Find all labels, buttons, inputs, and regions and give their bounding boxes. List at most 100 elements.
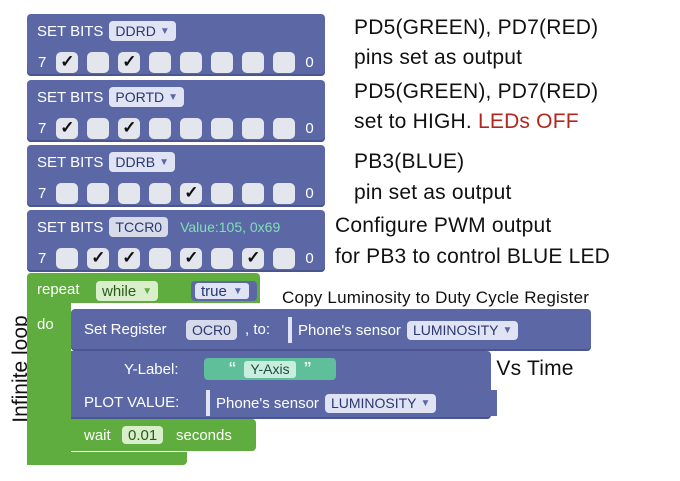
bit-checkbox-7[interactable] [56, 51, 79, 73]
bit-checkbox-6[interactable] [87, 247, 110, 269]
set-bits-label: SET BITS [37, 153, 104, 171]
bit-checkbox-0[interactable] [273, 182, 296, 204]
bit-checkbox-4[interactable] [149, 117, 172, 139]
note-tccr0-line2: for PB3 to control BLUE LED [335, 245, 611, 268]
note-tccr0-line1: Configure PWM output [335, 214, 552, 237]
quote-close-icon: ” [303, 360, 312, 377]
bit-checkbox-5[interactable] [118, 247, 141, 269]
chevron-down-icon: ▼ [159, 25, 170, 37]
bit-high-label: 7 [38, 184, 47, 202]
bit-checkbox-1[interactable] [242, 247, 265, 269]
bit-checkbox-5[interactable] [118, 182, 141, 204]
plot-sensor-dropdown[interactable]: LUMINOSITY ▼ [324, 393, 437, 413]
bit-checkbox-3[interactable] [180, 51, 203, 73]
bit-checkbox-2[interactable] [211, 247, 234, 269]
bit-checkbox-7[interactable] [56, 117, 79, 139]
note-ddrd-line1: PD5(GREEN), PD7(RED) [354, 16, 599, 39]
sensor-label: Phone's sensor [298, 321, 401, 339]
bit-checkbox-5[interactable] [118, 51, 141, 73]
bit-low-label: 0 [305, 184, 314, 202]
bit-checkbox-6[interactable] [87, 117, 110, 139]
chevron-down-icon: ▼ [159, 156, 169, 168]
sensor-type-dropdown[interactable]: LUMINOSITY ▼ [406, 320, 519, 340]
register-value: PORTD [115, 89, 165, 105]
bit-checkbox-1[interactable] [242, 117, 265, 139]
bit-checkbox-4[interactable] [149, 182, 172, 204]
set-register-label: Set Register [84, 321, 167, 338]
note-portd-line2: set to HIGH. LEDs OFF [354, 110, 579, 134]
repeat-label: repeat [37, 281, 80, 298]
set-bits-header: SET BITS PORTD▼ [37, 87, 185, 107]
bit-checkbox-1[interactable] [242, 182, 265, 204]
bit-high-label: 7 [38, 53, 47, 71]
chevron-down-icon: ▼ [168, 91, 179, 103]
bit-row: 70 [37, 247, 315, 269]
bit-checkbox-6[interactable] [87, 182, 110, 204]
plot-sensor-label: Phone's sensor [216, 394, 319, 412]
repeat-block-arm [27, 303, 71, 465]
note-portd-line1: PD5(GREEN), PD7(RED) [354, 80, 599, 103]
plot-sensor-value: LUMINOSITY [330, 395, 417, 411]
bit-checkbox-4[interactable] [149, 247, 172, 269]
bit-checkbox-7[interactable] [56, 247, 79, 269]
set-bits-block-ddrb[interactable]: SET BITS DDRB▼ 7 0 [27, 145, 325, 207]
note-leds-off: LEDs OFF [477, 110, 579, 133]
to-label: , to: [245, 321, 271, 338]
condition-value: true [201, 282, 227, 300]
note-copy-luminosity: Copy Luminosity to Duty Cycle Register [282, 288, 590, 307]
luminosity-sensor-block[interactable]: Phone's sensor LUMINOSITY ▼ [288, 317, 590, 343]
wait-unit-label: seconds [176, 427, 232, 444]
repeat-mode-dropdown[interactable]: while ▼ [96, 281, 159, 301]
condition-slot[interactable]: true ▼ [191, 281, 257, 301]
ylabel-label: Y-Label: [124, 361, 179, 378]
set-bits-header: SET BITS DDRB▼ [37, 152, 175, 172]
note-ddrb-line1: PB3(BLUE) [354, 150, 465, 173]
sensor-type-value: LUMINOSITY [412, 322, 499, 338]
bit-checkbox-2[interactable] [211, 51, 234, 73]
register-dropdown[interactable]: DDRD▼ [109, 21, 176, 41]
register-dropdown[interactable]: PORTD▼ [109, 87, 185, 107]
set-bits-label: SET BITS [37, 218, 104, 236]
plot-value-label: PLOT VALUE: [84, 394, 180, 411]
bit-checkbox-3[interactable] [180, 182, 203, 204]
bit-checkbox-4[interactable] [149, 51, 172, 73]
bit-checkbox-0[interactable] [273, 117, 296, 139]
note-ddrd-line2: pins set as output [354, 46, 523, 69]
wait-block[interactable] [71, 419, 256, 451]
chevron-down-icon: ▼ [142, 285, 153, 297]
bit-row: 70 [37, 51, 315, 73]
chevron-down-icon: ▼ [502, 324, 513, 336]
bit-checkbox-2[interactable] [211, 182, 234, 204]
bit-checkbox-6[interactable] [87, 51, 110, 73]
bit-low-label: 0 [305, 249, 314, 267]
bit-checkbox-1[interactable] [242, 51, 265, 73]
bit-checkbox-3[interactable] [180, 247, 203, 269]
set-bits-label: SET BITS [37, 88, 104, 106]
wait-label: wait [84, 427, 111, 444]
bit-checkbox-5[interactable] [118, 117, 141, 139]
bit-high-label: 7 [38, 119, 47, 137]
bit-row: 70 [37, 117, 315, 139]
repeat-block-bottom [27, 452, 187, 465]
bit-checkbox-0[interactable] [273, 247, 296, 269]
bit-low-label: 0 [305, 119, 314, 137]
bit-checkbox-3[interactable] [180, 117, 203, 139]
wait-duration-field[interactable]: 0.01 [122, 426, 164, 444]
register-ocr0-field[interactable]: OCR0 [186, 320, 237, 340]
condition-dropdown[interactable]: true ▼ [195, 282, 249, 300]
do-label: do [37, 316, 54, 333]
chevron-down-icon: ▼ [420, 397, 431, 409]
bit-checkbox-7[interactable] [56, 182, 79, 204]
repeat-mode-value: while [102, 282, 137, 300]
plot-sensor-block[interactable]: Phone's sensor LUMINOSITY ▼ [206, 390, 497, 416]
register-dropdown[interactable]: TCCR0 [109, 217, 169, 237]
ylabel-value-field[interactable]: Y-Axis [244, 360, 296, 378]
bit-checkbox-0[interactable] [273, 51, 296, 73]
ylabel-string-block[interactable]: “ Y-Axis ” [204, 358, 336, 380]
register-dropdown[interactable]: DDRB▼ [109, 152, 175, 172]
bit-checkbox-2[interactable] [211, 117, 234, 139]
